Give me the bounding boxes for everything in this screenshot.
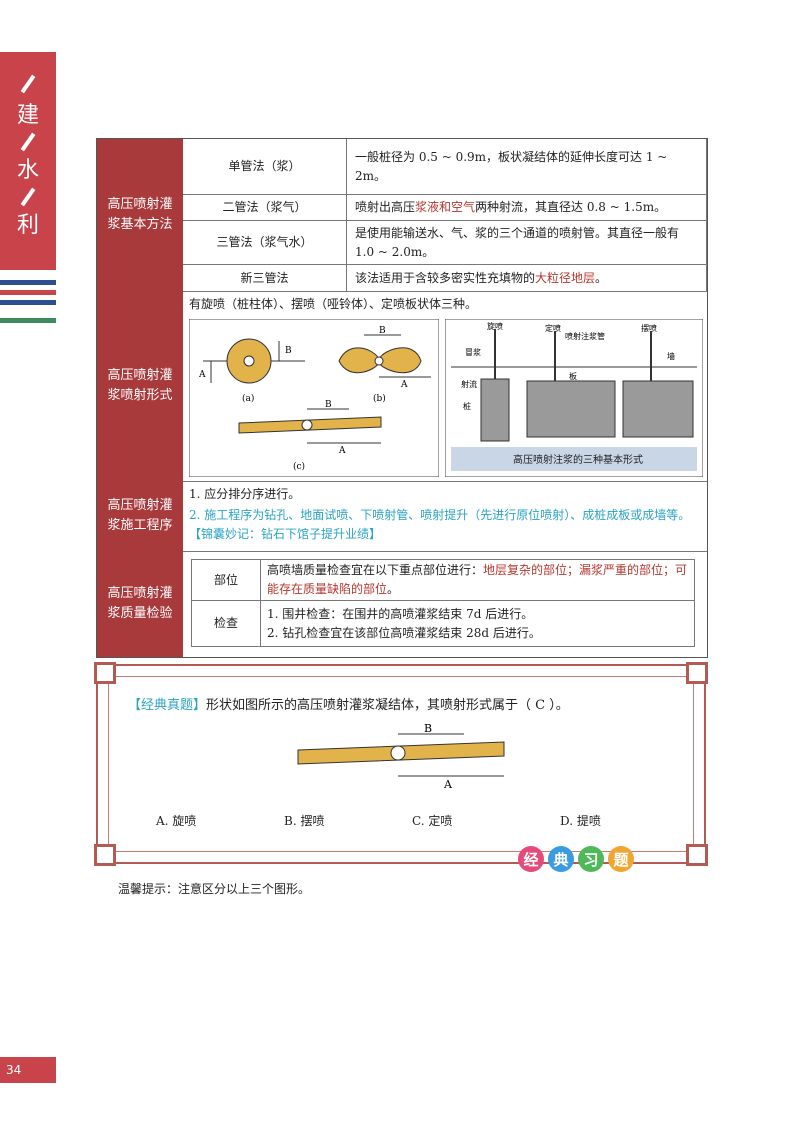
method-desc: 该法适用于含较多密实性充填物的大粒径地层。: [347, 265, 707, 291]
illustration-label: 摆喷: [641, 323, 657, 333]
option-a: A. 旋喷: [156, 814, 197, 828]
table-row: 高压喷射灌浆基本方法 单管法（浆） 一般桩径为 0.5 ~ 0.9m，板状凝结体…: [97, 139, 707, 292]
nozzle: [301, 419, 313, 431]
plate-shape: [526, 380, 616, 438]
mnemonic: 【锦囊妙记：钻石下馆子提升业绩】: [189, 527, 382, 541]
method-name: 新三管法: [183, 265, 347, 291]
page-number: 34: [0, 1057, 56, 1083]
badge-char: 题: [608, 846, 634, 872]
classic-exam-box: 【经典真题】形状如图所示的高压喷射灌浆凝结体，其喷射形式属于（ C ）。 B A…: [94, 662, 708, 872]
question-tag: 【经典真题】: [128, 698, 207, 713]
illustration-label: 板: [569, 371, 577, 381]
row-label: 高压喷射灌浆施工程序: [97, 481, 183, 551]
spray-shape-diagram: A B (a) B A (b) B A (c): [189, 319, 439, 477]
illustration-label: 喷射注浆管: [565, 331, 605, 341]
illustration-label: 墙: [667, 351, 675, 361]
row-label: 高压喷射灌浆质量检验: [97, 551, 183, 657]
fig-label: (b): [373, 393, 386, 404]
inspection-item-desc: 高喷墙质量检查宜在以下重点部位进行：地层复杂的部位；漏浆严重的部位；可能存在质量…: [261, 559, 695, 601]
divider: [20, 74, 36, 94]
badge-char: 习: [578, 846, 604, 872]
option-c: C. 定喷: [412, 814, 453, 828]
stripe: [0, 290, 56, 295]
method-desc: 是使用能输送水、气、浆的三个通道的喷射管。其直径一般有 1.0 ~ 2.0m。: [347, 221, 707, 265]
method-name: 二管法（浆气）: [183, 195, 347, 221]
inspection-item-name: 检查: [191, 601, 261, 647]
content-table: 高压喷射灌浆基本方法 单管法（浆） 一般桩径为 0.5 ~ 0.9m，板状凝结体…: [96, 138, 708, 658]
nozzle: [374, 356, 384, 366]
fig-label: (c): [293, 461, 305, 472]
method-name: 三管法（浆气水）: [183, 221, 347, 265]
corner-ornament: [94, 844, 116, 866]
stripe: [0, 318, 56, 323]
badge-char: 典: [548, 846, 574, 872]
dim-label: A: [443, 778, 453, 790]
stripe: [0, 280, 56, 285]
option-b: B. 摆喷: [284, 814, 325, 828]
divider: [20, 187, 36, 207]
table-row: 高压喷射灌浆喷射形式 有旋喷（桩柱体）、摆喷（哑铃体）、定喷板状体三种。 A B…: [97, 291, 707, 482]
procedure-line-1: 1. 应分排分序进行。: [189, 487, 301, 501]
badge-char: 经: [518, 846, 544, 872]
pile-shape: [480, 378, 510, 442]
table-row: 高压喷射灌浆质量检验 部位 高喷墙质量检查宜在以下重点部位进行：地层复杂的部位；…: [97, 551, 707, 657]
diagram-frame: [189, 319, 439, 477]
side-tab-char: 水: [16, 158, 39, 183]
wall-shape: [622, 380, 694, 438]
method-desc: 一般桩径为 0.5 ~ 0.9m，板状凝结体的延伸长度可达 1 ~ 2m。: [347, 139, 707, 195]
illustration-label: 定喷: [545, 323, 561, 333]
corner-ornament: [686, 662, 708, 684]
spray-forms-illustration: 旋喷 冒浆 射流 桩 定喷 喷射注浆管 板 摆喷 墙 高压喷射注浆的三种基本形式: [445, 319, 703, 477]
dim-label: B: [325, 400, 332, 410]
option-d: D. 提喷: [560, 814, 601, 828]
nozzle: [243, 355, 255, 367]
dim-label: B: [379, 326, 386, 336]
illustration-label: 冒浆: [465, 347, 481, 357]
fig-label: (a): [242, 393, 254, 404]
dim-label: B: [285, 346, 292, 356]
illustration-label: 射流: [461, 379, 477, 389]
method-desc: 喷射出高压浆液和空气两种射流，其直径达 0.8 ~ 1.5m。: [347, 195, 707, 221]
table-row: 高压喷射灌浆施工程序 1. 应分排分序进行。 2. 施工程序为钻孔、地面试喷、下…: [97, 481, 707, 552]
row-label: 高压喷射灌浆基本方法: [97, 139, 183, 291]
dim-label: A: [338, 446, 346, 456]
inspection-item-desc: 1. 围井检查：在围井的高喷灌浆结束 7d 后进行。2. 钻孔检查宜在该部位高喷…: [261, 601, 695, 647]
inspection-item-name: 部位: [191, 559, 261, 601]
corner-ornament: [94, 662, 116, 684]
question-figure: B A: [297, 722, 505, 790]
inner-border: [108, 676, 694, 852]
nozzle: [390, 745, 406, 761]
chapter-side-tab: 建 水 利: [0, 52, 56, 270]
row-label: 高压喷射灌浆喷射形式: [97, 291, 183, 481]
procedure-line-2: 2. 施工程序为钻孔、地面试喷、下喷射管、喷射提升（先进行原位喷射）、成桩成板或…: [189, 508, 691, 541]
method-name: 单管法（浆）: [183, 139, 347, 195]
question-text: 【经典真题】形状如图所示的高压喷射灌浆凝结体，其喷射形式属于（ C ）。: [128, 698, 569, 713]
side-tab-char: 利: [16, 213, 39, 238]
side-tab-char: 建: [16, 103, 39, 128]
divider: [20, 132, 36, 152]
caption-bar: [451, 447, 697, 471]
dim-label: A: [198, 370, 206, 380]
corner-ornament: [686, 844, 708, 866]
dim-label: B: [424, 722, 432, 735]
tip-text: 温馨提示：注意区分以上三个图形。: [118, 882, 311, 896]
illustration-label: 桩: [463, 401, 471, 411]
dim-label: A: [400, 380, 408, 390]
spray-forms-intro: 有旋喷（桩柱体）、摆喷（哑铃体）、定喷板状体三种。: [189, 297, 478, 311]
stripe: [0, 300, 56, 305]
illustration-label: 旋喷: [487, 321, 503, 331]
illustration-caption: 高压喷射注浆的三种基本形式: [513, 453, 643, 466]
